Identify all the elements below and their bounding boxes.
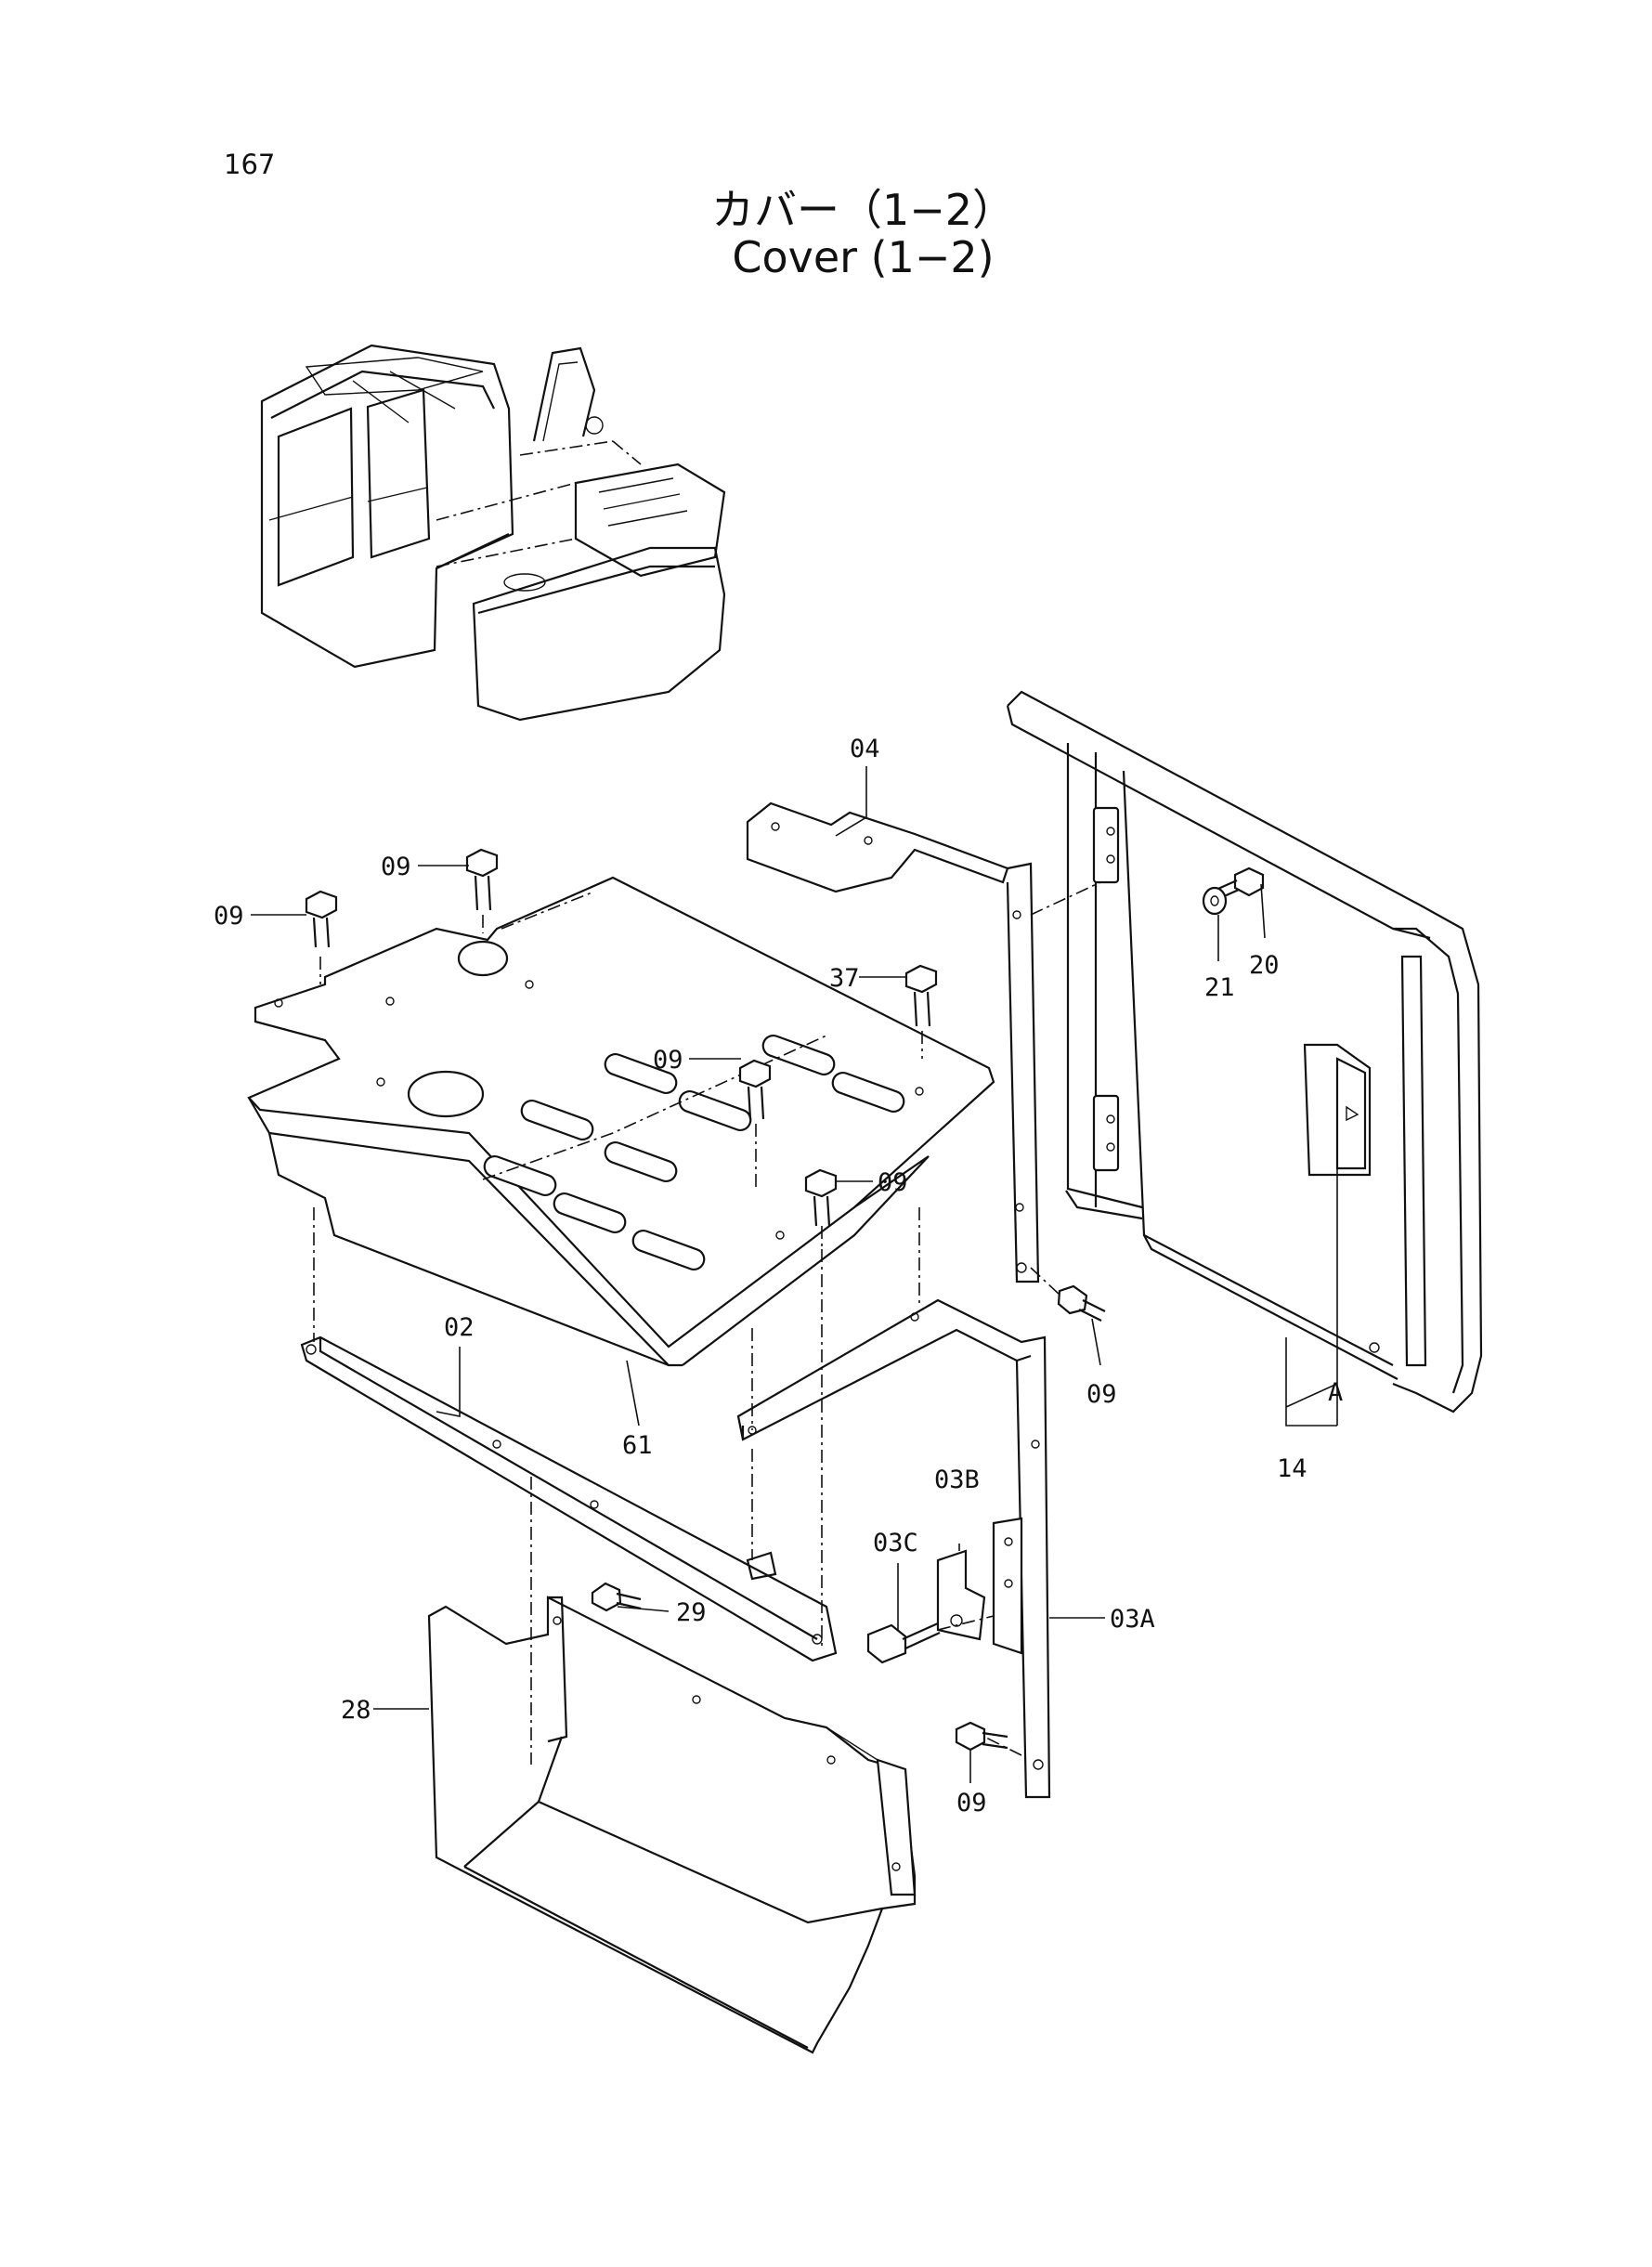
bolt-09-c <box>738 1059 772 1120</box>
part-61-floor-plate <box>247 876 995 1367</box>
machine-overview-illustration <box>260 344 726 722</box>
part-03A-side-frame <box>736 1298 1051 1799</box>
callout-09: 09 <box>381 853 411 881</box>
part-02-support-bar <box>300 1335 838 1662</box>
part-03C-bolt <box>866 1622 941 1664</box>
callout-03C: 03C <box>873 1529 918 1557</box>
callout-20: 20 <box>1249 951 1280 980</box>
callout-03B: 03B <box>934 1466 980 1494</box>
callout-labels: 04 09 09 37 09 09 21 20 09 A 14 02 61 03… <box>214 735 1343 1818</box>
callout-37: 37 <box>829 964 860 993</box>
callout-02: 02 <box>444 1313 475 1342</box>
part-03B-bracket <box>936 1517 1023 1655</box>
part-04-upper-bracket <box>746 801 1040 1283</box>
callout-61: 61 <box>622 1431 653 1460</box>
bolt-09-a <box>305 890 338 948</box>
washer-21 <box>1202 886 1228 916</box>
callout-29: 29 <box>676 1598 707 1627</box>
bolt-09-b <box>465 848 499 911</box>
bolt-37 <box>904 964 938 1027</box>
callout-09: 09 <box>214 902 244 931</box>
leader-lines <box>251 766 1338 1783</box>
bolt-29 <box>591 1582 642 1612</box>
part-14-side-door <box>1006 690 1483 1414</box>
page-number: 167 <box>224 149 276 180</box>
callout-09: 09 <box>956 1789 987 1818</box>
bolt-09-d <box>804 1168 838 1227</box>
callout-03A: 03A <box>1110 1605 1155 1634</box>
bolt-09-e <box>1057 1284 1106 1322</box>
assembly-lines <box>313 881 1101 1765</box>
title-japanese: カバー（1−2） <box>710 185 1016 235</box>
title-english: Cover (1−2) <box>732 232 995 282</box>
callout-28: 28 <box>341 1696 371 1725</box>
callout-21: 21 <box>1204 973 1235 1002</box>
callout-09: 09 <box>1086 1380 1117 1409</box>
callout-14: 14 <box>1277 1454 1307 1483</box>
callout-09: 09 <box>878 1168 908 1197</box>
callout-04: 04 <box>850 735 880 763</box>
part-28-lower-cover <box>427 1596 917 2054</box>
bolt-09-f <box>955 1721 1008 1752</box>
callout-A: A <box>1328 1378 1343 1407</box>
callout-09: 09 <box>653 1046 683 1075</box>
